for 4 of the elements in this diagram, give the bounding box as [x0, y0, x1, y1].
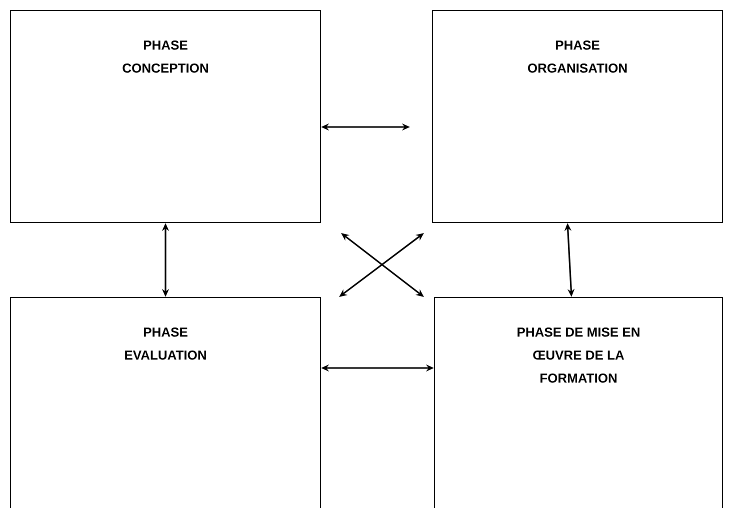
phase-box: PHASE DE MISE EN ŒUVRE DE LA FORMATION — [434, 297, 723, 508]
phase-box: PHASE EVALUATION — [10, 297, 321, 508]
phase-box: PHASE ORGANISATION — [432, 10, 723, 223]
phase-box: PHASE CONCEPTION — [10, 10, 321, 223]
